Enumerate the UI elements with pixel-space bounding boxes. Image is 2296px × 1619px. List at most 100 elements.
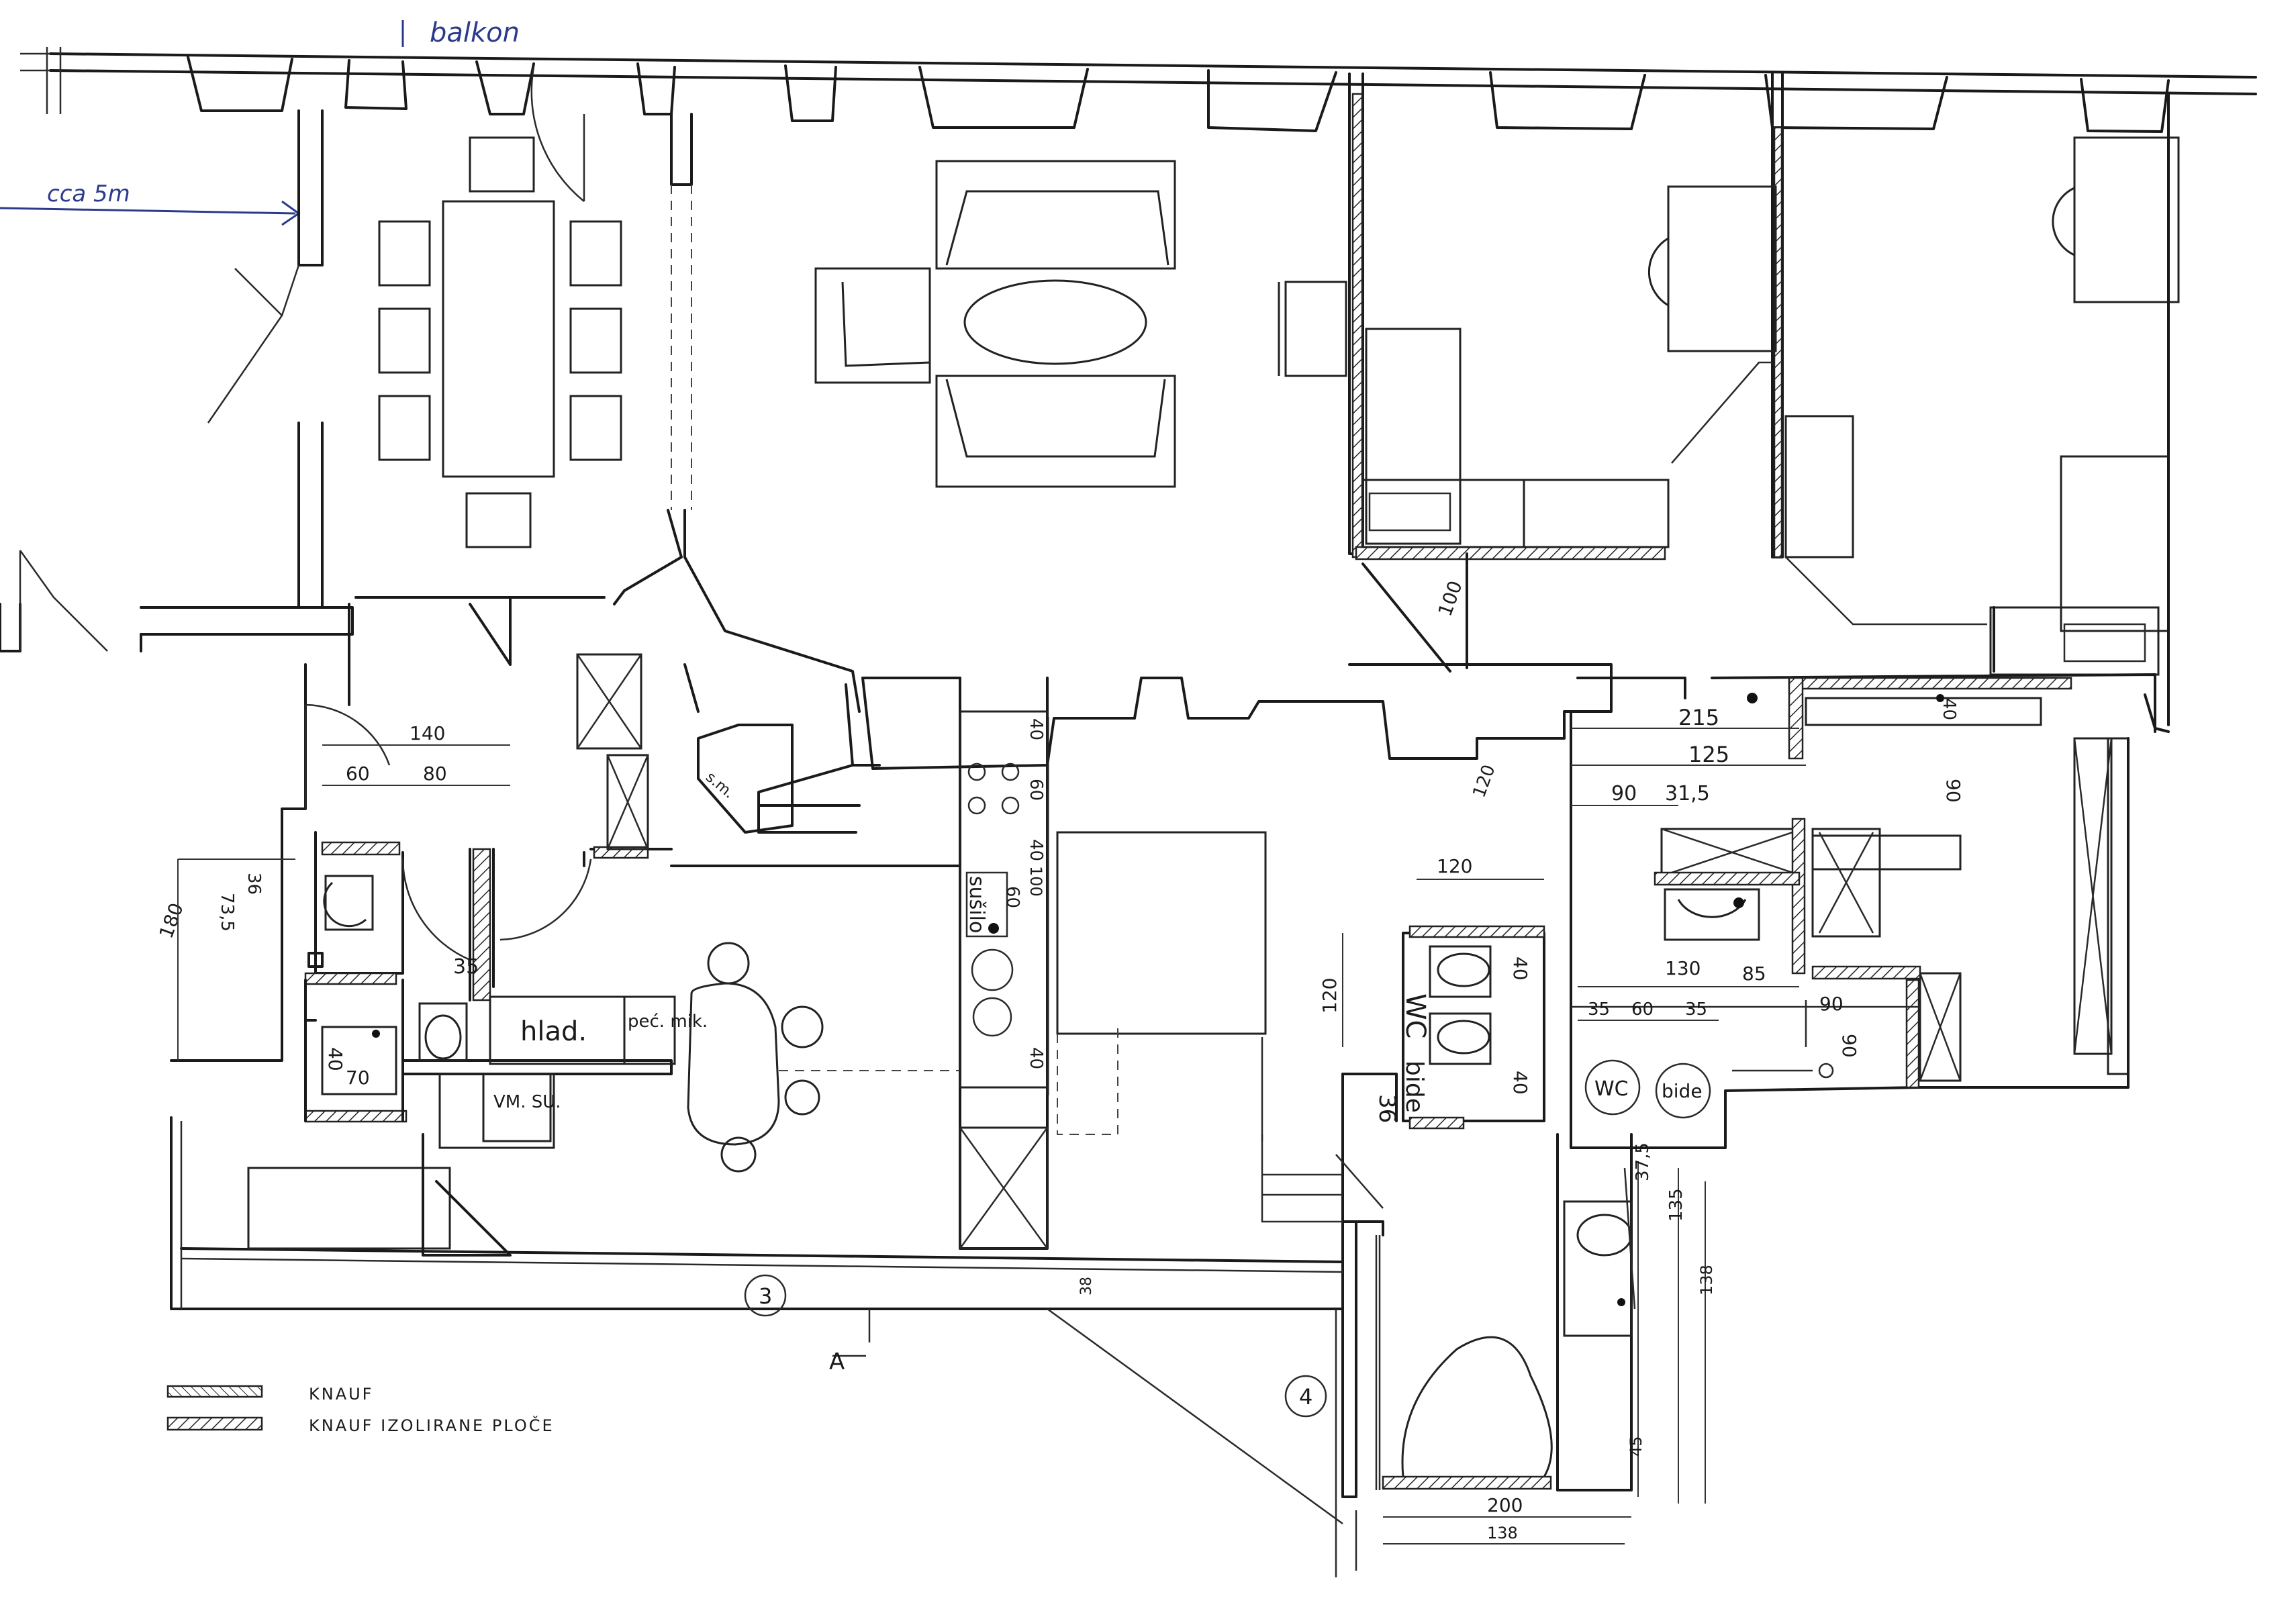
svg-text:90: 90	[1611, 782, 1637, 805]
dimensions: 140 60 80 73,5 36 180 35 40 70 36 40 60 …	[155, 578, 1964, 1544]
legend-insulated-swatch	[166, 1416, 263, 1431]
bottom-corridor	[170, 1116, 1344, 1525]
svg-text:100: 100	[1434, 578, 1467, 620]
legend: KNAUF KNAUF IZOLIRANE PLOČE	[166, 1385, 555, 1435]
oven-microwave	[623, 995, 676, 1065]
svg-text:35: 35	[453, 955, 479, 979]
svg-text:135: 135	[1666, 1188, 1686, 1222]
section-marker: A	[829, 1348, 845, 1375]
bottom-walls	[180, 1121, 1357, 1577]
svg-text:100: 100	[1026, 866, 1045, 897]
svg-text:36: 36	[244, 873, 264, 895]
axis-markers: 3 4 A	[744, 1274, 1327, 1418]
svg-text:90: 90	[1819, 993, 1844, 1015]
toilet-left	[418, 1002, 468, 1062]
svg-text:4: 4	[1299, 1384, 1312, 1410]
kitchen-counter: sušilo	[959, 710, 1267, 1250]
svg-text:120: 120	[1469, 762, 1499, 800]
storage-boxes	[576, 653, 2130, 1082]
svg-text:130: 130	[1665, 957, 1701, 979]
balcony-label: balkon	[430, 17, 520, 48]
svg-text:35: 35	[1588, 999, 1610, 1020]
svg-text:36: 36	[1374, 1094, 1400, 1123]
sofa-bottom	[935, 375, 1176, 488]
lower-right	[1335, 1133, 1636, 1498]
svg-text:90: 90	[1942, 779, 1964, 803]
bidet-right	[1655, 1063, 1711, 1119]
axis-3-circle	[744, 1274, 787, 1317]
svg-text:40: 40	[1026, 718, 1046, 740]
dining-set	[378, 136, 622, 548]
svg-text:73,5: 73,5	[217, 893, 237, 932]
bidet-middle	[1429, 1012, 1492, 1065]
svg-text:3: 3	[759, 1283, 772, 1309]
svg-text:60: 60	[346, 763, 370, 785]
washbasin-left	[324, 875, 374, 931]
oven-label: peć. mik.	[628, 1012, 708, 1032]
shower-tray	[1401, 1336, 1553, 1477]
middle-bathroom: WC bide	[1341, 925, 1545, 1236]
svg-text:WC: WC	[1400, 993, 1431, 1038]
dining-room-walls	[0, 66, 861, 713]
svg-text:40: 40	[1509, 1071, 1531, 1095]
legend-insulated-label: KNAUF IZOLIRANE PLOČE	[309, 1415, 555, 1435]
wc-middle	[1429, 945, 1492, 998]
svg-text:37,5: 37,5	[1633, 1142, 1653, 1181]
desk-2	[2073, 136, 2180, 303]
sofa-top	[935, 160, 1176, 270]
legend-knauf-label: KNAUF	[309, 1385, 373, 1404]
coffee-table	[963, 279, 1147, 365]
svg-text:140: 140	[410, 722, 445, 744]
washbasin-right	[1664, 888, 1760, 941]
svg-text:31,5: 31,5	[1665, 782, 1710, 805]
svg-text:125: 125	[1688, 742, 1729, 767]
svg-text:70: 70	[346, 1067, 370, 1089]
washer-label: VM. SU.	[493, 1092, 561, 1112]
svg-text:60: 60	[1026, 779, 1046, 801]
svg-text:45: 45	[1627, 1436, 1645, 1457]
kitchen-table	[687, 982, 780, 1146]
svg-text:40: 40	[1939, 698, 1959, 720]
left-bathroom-fixtures	[321, 875, 468, 1095]
svg-text:120: 120	[1437, 855, 1472, 877]
svg-text:138: 138	[1487, 1524, 1518, 1542]
svg-text:40: 40	[1026, 1047, 1046, 1069]
bedroom-walls	[1348, 72, 1784, 673]
svg-text:80: 80	[423, 763, 447, 785]
central-walls	[348, 603, 2156, 1250]
svg-text:40: 40	[1026, 839, 1046, 861]
svg-text:200: 200	[1487, 1494, 1523, 1516]
dryer-label: sušilo	[965, 876, 988, 933]
svg-text:85: 85	[1742, 963, 1766, 985]
armchair	[814, 267, 931, 384]
kitchen: hlad. peć. mik. VM. SU.	[438, 942, 960, 1173]
knauf-wall	[1355, 546, 1666, 560]
svg-text:138: 138	[1697, 1265, 1716, 1295]
svg-text:s.m.: s.m.	[702, 769, 737, 801]
svg-text:180: 180	[155, 900, 188, 942]
hall-walls	[170, 663, 961, 1123]
distance-arrow	[0, 200, 301, 226]
desk-1	[1667, 185, 1777, 352]
svg-text:120: 120	[1319, 978, 1341, 1014]
svg-text:90: 90	[1838, 1034, 1860, 1058]
wc-right	[1584, 1059, 1641, 1116]
axis-4-circle	[1284, 1375, 1327, 1418]
exterior-top-wall	[20, 47, 2257, 133]
distance-label: cca 5m	[47, 181, 130, 207]
svg-text:40: 40	[324, 1047, 346, 1071]
bedroom-1-furniture	[1361, 185, 1777, 548]
svg-text:60: 60	[1631, 999, 1654, 1020]
bedroom-2-furniture	[1784, 93, 2180, 733]
svg-text:38: 38	[1078, 1277, 1095, 1295]
svg-text:bide: bide	[1662, 1080, 1703, 1102]
svg-text:60: 60	[1002, 886, 1022, 908]
svg-text:215: 215	[1678, 705, 1719, 730]
svg-text:WC: WC	[1594, 1077, 1629, 1101]
svg-text:bide: bide	[1400, 1061, 1428, 1113]
fridge-label: hlad.	[520, 1016, 587, 1047]
legend-knauf-swatch	[166, 1385, 263, 1398]
svg-text:40: 40	[1509, 956, 1531, 981]
living-set	[814, 160, 1347, 488]
